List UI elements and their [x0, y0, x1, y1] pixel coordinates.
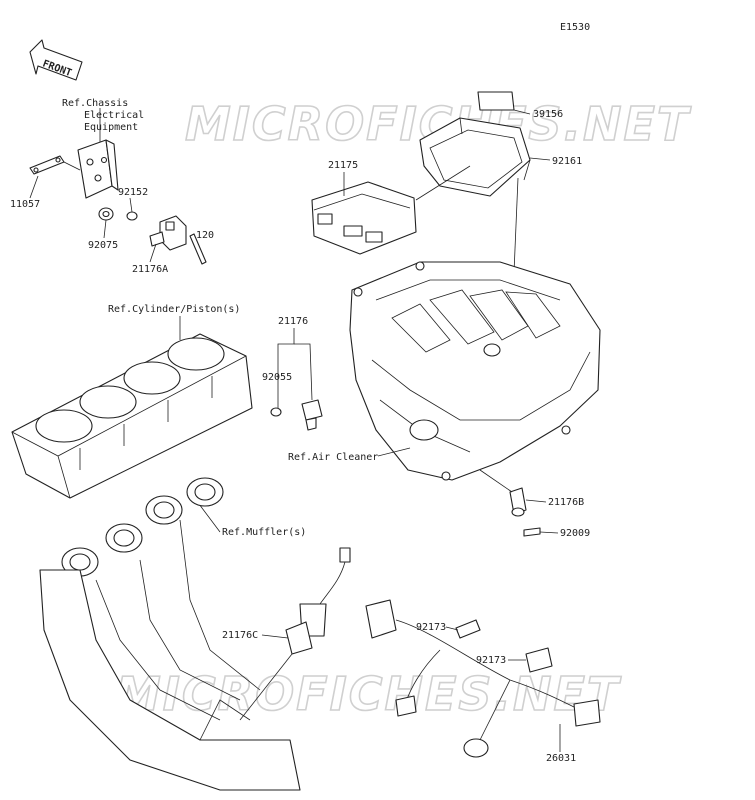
ref-chassis-line1: Ref.Chassis: [62, 98, 128, 109]
ref-chassis-line2: Electrical: [84, 110, 144, 121]
part-21176b: 21176B: [548, 497, 584, 508]
diagram-code: E1530: [560, 22, 590, 33]
sensor-21176b: [509, 487, 527, 517]
watermark-bottom: MICROFICHES.NET: [115, 667, 622, 721]
cylinder-block: [11, 333, 253, 499]
part-21176a: 21176A: [132, 264, 168, 275]
part-26031: 26031: [546, 753, 576, 764]
sensor-21176: [301, 399, 323, 431]
ref-cylinder: Ref.Cylinder/Piston(s): [108, 304, 240, 315]
part-39156: 39156: [533, 109, 563, 120]
part-92055: 92055: [262, 372, 292, 383]
ref-chassis-line3: Equipment: [84, 122, 138, 133]
ref-air-cleaner: Ref.Air Cleaner: [288, 452, 378, 463]
part-21175: 21175: [328, 160, 358, 171]
air-cleaner-housing: [349, 261, 601, 481]
part-21176: 21176: [278, 316, 308, 327]
part-11057: 11057: [10, 199, 40, 210]
part-92161: 92161: [552, 156, 582, 167]
clip-92173-a: [455, 619, 481, 639]
pad-39156: [477, 91, 515, 111]
grommet-92075: [98, 207, 114, 221]
part-21176c: 21176C: [222, 630, 258, 641]
bolt-120: [189, 233, 207, 265]
sensor-21176c: [285, 547, 351, 655]
part-92173-b: 92173: [476, 655, 506, 666]
ecu-21175: [311, 181, 417, 255]
bracket-assembly: [29, 139, 119, 199]
part-120: 120: [196, 230, 214, 241]
washer-92152: [126, 211, 138, 221]
part-92075: 92075: [88, 240, 118, 251]
part-92152: 92152: [118, 187, 148, 198]
front-arrow-icon: FRONT: [29, 39, 83, 81]
part-92009: 92009: [560, 528, 590, 539]
oring-92055: [270, 407, 282, 417]
ecu-holder-92161: [419, 117, 531, 197]
sensor-21176a: [149, 215, 187, 251]
clip-92173-b: [525, 647, 553, 673]
exhaust-headers: [39, 477, 301, 791]
wire-harness-26031: [365, 599, 601, 758]
ref-muffler: Ref.Muffler(s): [222, 527, 306, 538]
screw-92009: [523, 527, 541, 537]
part-92173-a: 92173: [416, 622, 446, 633]
